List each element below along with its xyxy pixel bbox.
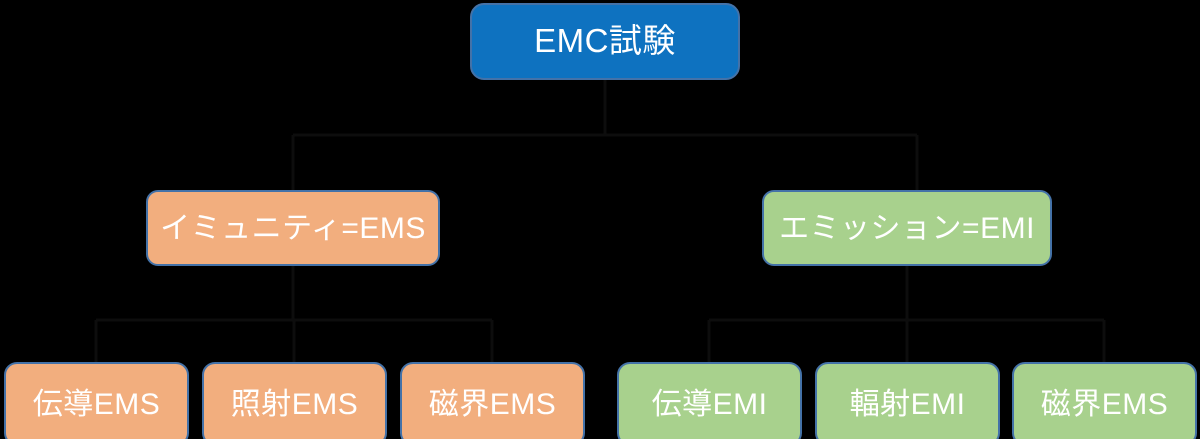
node-root-label: EMC試験 xyxy=(534,22,676,60)
node-leaf-magnetic-ems-label: 磁界EMS xyxy=(428,387,557,421)
node-branch-emission-emi: エミッション=EMI xyxy=(762,190,1052,266)
node-leaf-conducted-emi-label: 伝導EMI xyxy=(651,387,768,421)
node-branch-emission-label: エミッション=EMI xyxy=(779,211,1035,245)
node-leaf-conducted-emi: 伝導EMI xyxy=(617,362,802,439)
node-leaf-radiated-emi-label: 輻射EMI xyxy=(849,387,966,421)
node-leaf-radiated-ems-label: 照射EMS xyxy=(230,387,359,421)
node-leaf-magnetic-ems: 磁界EMS xyxy=(400,362,585,439)
node-leaf-radiated-emi: 輻射EMI xyxy=(815,362,1000,439)
node-branch-immunity-ems: イミュニティ=EMS xyxy=(146,190,440,266)
node-branch-immunity-label: イミュニティ=EMS xyxy=(160,211,426,245)
node-leaf-magnetic-emi: 磁界EMS xyxy=(1012,362,1197,439)
node-leaf-radiated-ems: 照射EMS xyxy=(202,362,387,439)
node-leaf-conducted-ems: 伝導EMS xyxy=(4,362,189,439)
node-root-emc-test: EMC試験 xyxy=(470,3,740,80)
node-leaf-magnetic-emi-label: 磁界EMS xyxy=(1040,387,1169,421)
node-leaf-conducted-ems-label: 伝導EMS xyxy=(32,387,161,421)
